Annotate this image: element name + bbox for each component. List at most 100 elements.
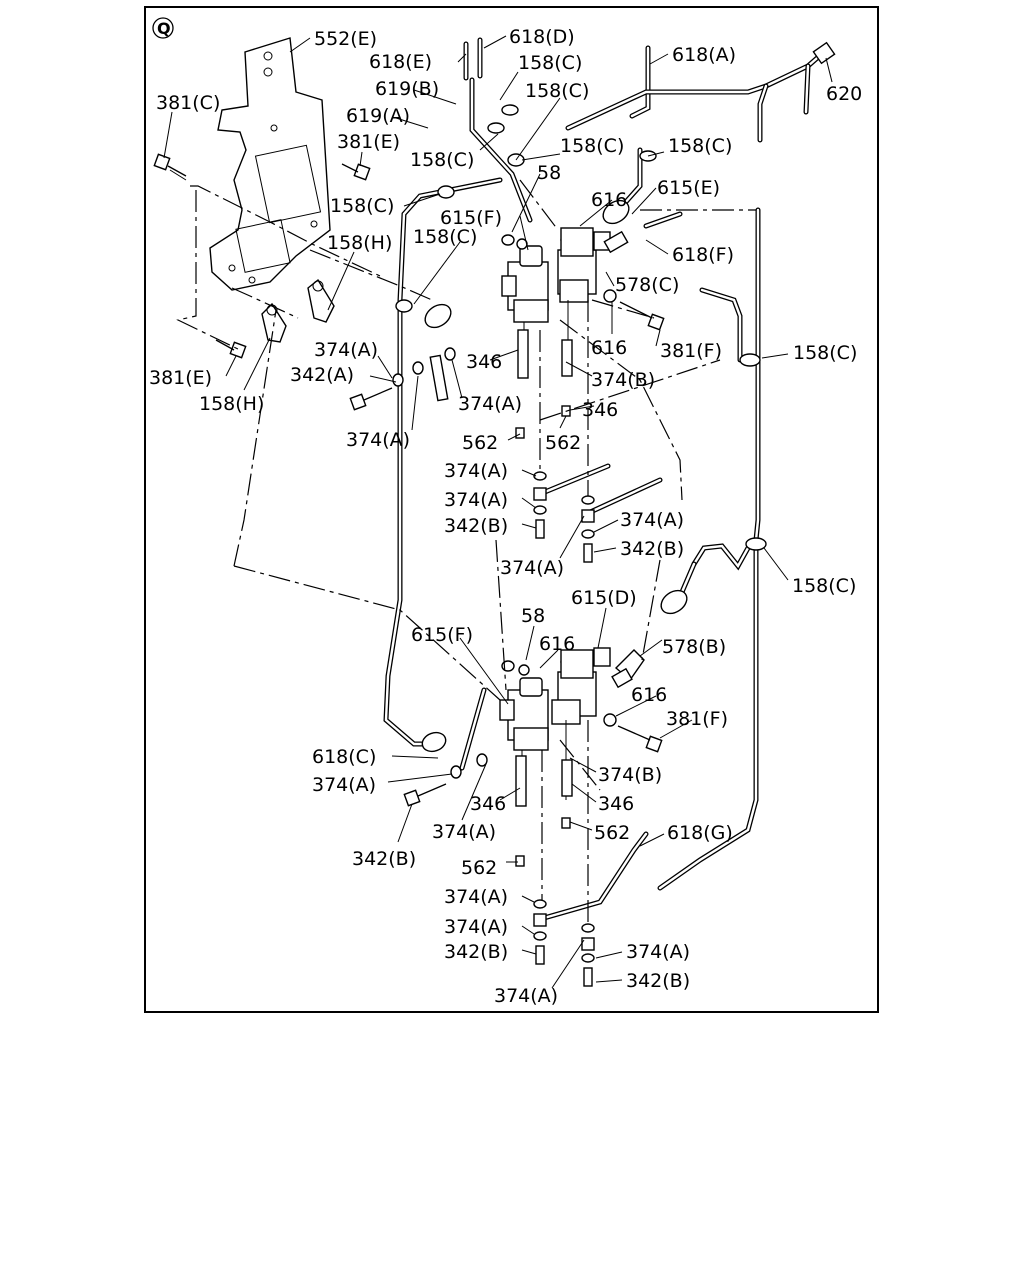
label-618a: 618(A) — [672, 44, 736, 66]
bolt-342a — [349, 387, 393, 411]
label-578b: 578(B) — [662, 636, 726, 658]
connector-620 — [812, 41, 836, 65]
pipe-clamps — [395, 104, 767, 551]
label-616-bot: 616 — [539, 633, 575, 655]
pipe-618-lower-right — [657, 207, 761, 891]
label-381f-bot: 381(F) — [666, 708, 728, 730]
label-158h-top: 158(H) — [327, 232, 392, 254]
label-342b-5: 342(B) — [626, 970, 690, 992]
label-374a-4: 374(A) — [444, 460, 508, 482]
valve-assembly-lower-left — [499, 677, 549, 807]
label-158c-2: 158(C) — [525, 80, 589, 102]
label-342b-2: 342(B) — [620, 538, 684, 560]
label-615d: 615(D) — [571, 587, 637, 609]
label-562-2: 562 — [545, 432, 581, 454]
label-374b-top: 374(B) — [591, 369, 655, 391]
label-552e: 552(E) — [314, 28, 377, 50]
label-158c-3: 158(C) — [410, 149, 474, 171]
label-374a-8: 374(A) — [312, 774, 376, 796]
label-562-3: 562 — [594, 822, 630, 844]
pipe-578c — [699, 287, 743, 363]
bolt-381c — [153, 153, 187, 181]
part-labels: 552(E) 618(E) 618(D) 618(A) 620 158(C) 1… — [149, 26, 862, 1007]
label-158c-6: 158(C) — [330, 195, 394, 217]
label-615e: 615(E) — [657, 177, 720, 199]
label-374a-2: 374(A) — [458, 393, 522, 415]
label-374a-13: 374(A) — [494, 985, 558, 1007]
pipe-618-mid-right — [537, 211, 683, 517]
elbow-fitting-578b — [660, 589, 688, 615]
label-374a-11: 374(A) — [444, 916, 508, 938]
label-381e-left: 381(E) — [149, 367, 212, 389]
label-342a: 342(A) — [290, 364, 354, 386]
label-374a-1: 374(A) — [314, 339, 378, 361]
label-342b-4: 342(B) — [444, 941, 508, 963]
label-158c-4: 158(C) — [560, 135, 624, 157]
label-158c-5: 158(C) — [668, 135, 732, 157]
label-374a-10: 374(A) — [444, 886, 508, 908]
label-374a-3: 374(A) — [346, 429, 410, 451]
label-374b-bot: 374(B) — [598, 764, 662, 786]
label-158h-left: 158(H) — [199, 393, 264, 415]
label-618g: 618(G) — [667, 822, 733, 844]
pipe-618g — [541, 831, 649, 921]
label-346-1: 346 — [466, 351, 502, 373]
section-badge-text: Q — [157, 19, 171, 38]
label-619b: 619(B) — [375, 78, 439, 100]
small-hardware — [392, 230, 633, 987]
label-374a-9: 374(A) — [432, 821, 496, 843]
label-619a: 619(A) — [346, 105, 410, 127]
bolt-381f-bottom — [617, 725, 663, 753]
label-158c-9: 158(C) — [792, 575, 856, 597]
bolt-342b-bottom-left — [403, 783, 447, 807]
label-618e: 618(E) — [369, 51, 432, 73]
label-618f: 618(F) — [672, 244, 734, 266]
label-158c-1: 158(C) — [518, 52, 582, 74]
label-374a-6: 374(A) — [620, 509, 684, 531]
label-616-mid: 616 — [591, 337, 627, 359]
pipe-618d-618e — [463, 37, 533, 223]
bolt-381e-left — [215, 339, 247, 359]
valve-assembly-upper-right — [557, 227, 611, 377]
label-381f-top: 381(F) — [660, 340, 722, 362]
bolt-381f-top — [619, 301, 665, 331]
section-badge: Q — [152, 17, 174, 39]
elbow-fitting-top — [602, 199, 630, 225]
label-346-2: 346 — [582, 399, 618, 421]
label-562-1: 562 — [462, 432, 498, 454]
elbow-fitting-left-top — [424, 303, 452, 329]
label-615f-bot: 615(F) — [411, 624, 473, 646]
valve-assembly-lower-right — [551, 647, 611, 800]
pipe-578b — [679, 543, 751, 595]
label-374a-12: 374(A) — [626, 941, 690, 963]
label-618d: 618(D) — [509, 26, 575, 48]
pipe-618c — [459, 687, 487, 771]
label-346-4: 346 — [598, 793, 634, 815]
mounting-bracket — [209, 37, 331, 291]
label-374a-5: 374(A) — [444, 489, 508, 511]
assembly-lines — [176, 179, 756, 924]
label-342b-1: 342(B) — [444, 515, 508, 537]
label-616-bot2: 616 — [631, 684, 667, 706]
label-346-3: 346 — [470, 793, 506, 815]
label-562-4: 562 — [461, 857, 497, 879]
leader-lines — [163, 35, 833, 989]
valve-assembly-upper-left — [501, 245, 549, 379]
label-381c: 381(C) — [156, 92, 220, 114]
label-342b-3: 342(B) — [352, 848, 416, 870]
bolt-381e-top — [341, 163, 371, 181]
label-58-bot: 58 — [521, 605, 545, 627]
label-158c-7: 158(C) — [413, 226, 477, 248]
clamp-158h-top — [307, 278, 335, 323]
label-158c-8: 158(C) — [793, 342, 857, 364]
label-618c: 618(C) — [312, 746, 376, 768]
label-616-top: 616 — [591, 189, 627, 211]
label-374a-7: 374(A) — [500, 557, 564, 579]
elbow-fitting-618c — [421, 731, 447, 753]
label-58-top: 58 — [537, 162, 561, 184]
label-620: 620 — [826, 83, 862, 105]
label-615f-top: 615(F) — [440, 207, 502, 229]
label-381e-top: 381(E) — [337, 131, 400, 153]
label-578c: 578(C) — [615, 274, 679, 296]
